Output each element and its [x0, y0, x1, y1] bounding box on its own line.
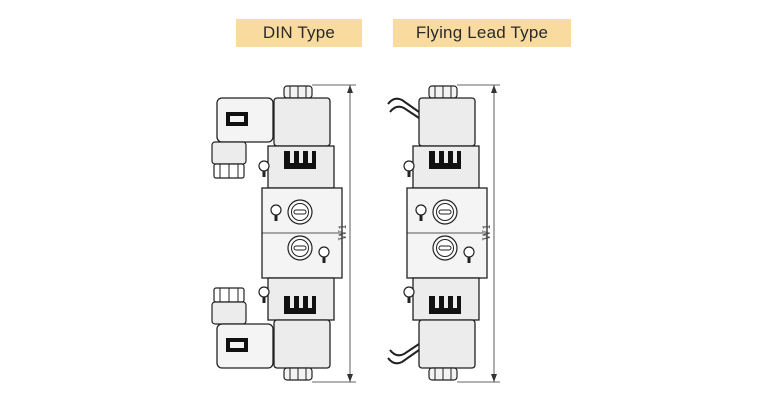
flying-height-dimension: W1: [482, 224, 493, 241]
din-type-valve: [211, 84, 356, 383]
din-height-dimension: W1: [338, 224, 349, 241]
din-type-label: DIN Type: [236, 19, 362, 47]
flying-lead-type-valve: [387, 84, 500, 383]
flying-lead-type-label: Flying Lead Type: [393, 19, 571, 47]
